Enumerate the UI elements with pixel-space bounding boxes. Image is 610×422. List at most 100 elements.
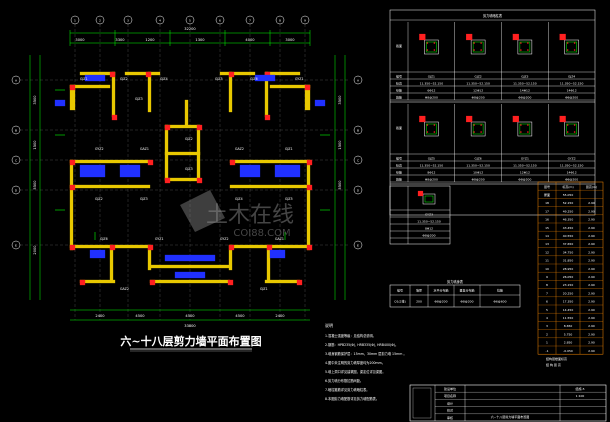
wall-table-header: 墙厚 — [416, 288, 422, 293]
axis-letter: D — [15, 189, 18, 193]
boundary-column — [69, 84, 76, 91]
wall-tag: GJZ3 — [140, 197, 148, 201]
wall-table-header: 拉筋 — [497, 288, 503, 293]
axis-letter-right: E — [357, 244, 359, 248]
note-line: 5.墙上洞口详见建筑图，梁定位详见梁图。 — [325, 369, 385, 374]
right-outer-wall — [306, 159, 311, 251]
level-cell: 2.90 — [588, 201, 595, 205]
mid-band-right-2 — [229, 184, 311, 189]
top-total-dim: 32200 — [184, 27, 196, 31]
bottom-dim-label: 4500 — [135, 314, 145, 318]
opening-region — [164, 254, 216, 262]
rebar-dot — [573, 124, 576, 126]
lower-col-r — [266, 244, 271, 281]
wall-tag: GJZ1 — [260, 287, 268, 291]
left-dim-label: 1500 — [33, 140, 37, 150]
column-stirrup: Φ8@200 — [425, 178, 438, 182]
opening-region — [84, 74, 106, 82]
wall-table-cell: Φ8@200 — [435, 300, 448, 304]
top-dim-label: 1200 — [145, 38, 155, 42]
wall-inner-left — [147, 71, 152, 113]
level-cell: 2 — [546, 332, 548, 336]
row-label: 标高 — [396, 81, 402, 86]
opening-region — [119, 164, 141, 178]
top-dim-label: 3300 — [115, 38, 125, 42]
rebar-dot — [520, 49, 522, 51]
level-footer-2: 结 构 层 高 — [546, 362, 561, 367]
column-rebar: 12Φ12 — [520, 171, 530, 175]
axis-bubble-right — [353, 125, 363, 135]
boundary-column — [164, 177, 171, 184]
level-header: 标高(m) — [562, 184, 573, 189]
wall-top-right-b — [264, 71, 301, 76]
title-block-row: 校对 — [447, 408, 453, 413]
level-cell: 28.950 — [563, 267, 574, 271]
stirrup-outline — [426, 123, 437, 135]
watermark-logo — [180, 190, 225, 232]
column-name: GJZ2 — [475, 75, 482, 79]
level-cell: 2.90 — [588, 209, 595, 213]
level-cell: 2.90 — [588, 259, 595, 263]
note-line: 7.暗柱箍筋详见剪力墙暗柱表。 — [325, 387, 369, 392]
rebar-dot — [433, 131, 436, 133]
level-cell: 49.250 — [563, 209, 574, 213]
level-cell: 2.90 — [588, 324, 595, 328]
title-block-logo — [412, 387, 432, 419]
boundary-column — [149, 279, 156, 286]
column-rebar: 14Φ12 — [567, 171, 577, 175]
level-header: 层高(m) — [586, 184, 597, 189]
section-outline — [424, 121, 439, 137]
boundary-column — [196, 124, 203, 131]
title-block-scale: 1:100 — [576, 394, 585, 398]
boundary-column — [147, 244, 154, 251]
row-label: 箍筋 — [396, 177, 402, 182]
axis-number: 8 — [279, 19, 281, 23]
rebar-dot — [473, 131, 475, 133]
axis-bubble-right — [353, 155, 363, 165]
stirrup-outline — [519, 41, 531, 53]
bottom-dim-label: 2400 — [95, 314, 105, 318]
section-outline — [517, 39, 533, 55]
level-cell: 11 — [545, 259, 549, 263]
wall-top-left-a — [69, 84, 111, 89]
stirrup-outline — [566, 123, 577, 135]
level-cell: 15 — [545, 226, 549, 230]
level-cell: 4 — [546, 316, 548, 320]
level-cell: 8 — [546, 283, 548, 287]
rebar-dot — [480, 131, 482, 133]
bottom-left — [79, 279, 116, 284]
rebar-dot — [433, 42, 436, 44]
column-level: 11.350~52.150 — [466, 82, 490, 86]
boundary-column — [229, 159, 236, 166]
mid-band-left-2 — [69, 184, 151, 189]
level-cell: 14 — [545, 234, 549, 238]
section-marker — [512, 33, 519, 41]
row-label: 截面 — [396, 125, 402, 130]
rebar-dot — [527, 131, 529, 133]
level-cell: 17.350 — [563, 300, 574, 304]
level-cell: 37.650 — [563, 242, 574, 246]
level-footer: 结构层楼面标高 — [546, 356, 567, 361]
wall-table-frame — [389, 284, 521, 308]
note-line: 3.墙身钢筋保护层：15mm，30mm 层剪力墙 15mm 。 — [325, 351, 407, 356]
axis-number: 4 — [159, 19, 161, 23]
column-rebar: 8Φ12 — [425, 227, 433, 231]
stirrup-outline — [472, 123, 484, 135]
boundary-column — [306, 184, 313, 191]
boundary-column — [79, 279, 86, 286]
section-outline — [564, 39, 579, 55]
column-level: 11.350~52.150 — [420, 82, 444, 86]
opening-region — [269, 249, 286, 259]
wall-tag: GJZ3 — [135, 97, 143, 101]
level-cell: 31.850 — [563, 259, 574, 263]
title-block-row: 设计 — [447, 400, 453, 405]
column-rebar: 6Φ12 — [427, 89, 435, 93]
rebar-dot — [426, 42, 429, 44]
section-outline — [470, 39, 486, 55]
column-table-heading: 剪力墙暗柱表 — [483, 13, 503, 18]
note-line: 2.钢筋：HPB235(Φ), HRB335(Φ), HRB400(Φ)。 — [325, 342, 398, 347]
level-cell: 10 — [545, 267, 549, 271]
level-cell: 2.90 — [588, 275, 595, 279]
